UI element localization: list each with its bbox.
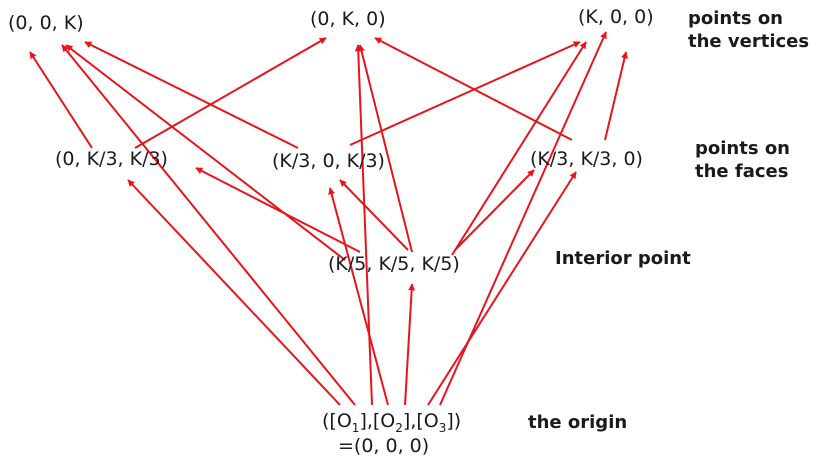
arrow-origin-to-k3-0-k3	[328, 187, 389, 406]
arrow-origin-to-0-0-k	[61, 44, 356, 406]
face-0-k3-k3: (0, K/3, K/3)	[55, 148, 168, 170]
vertices-label: points on the vertices	[688, 8, 809, 53]
arrow-origin-to-k3-k3-0	[427, 171, 577, 406]
arrow-face1-to-0-0-k	[29, 51, 93, 149]
origin-node: ([O1],[O2],[O3]) =(0, 0, 0)	[322, 410, 461, 458]
arrow-origin-to-0-k3-k3	[127, 179, 341, 406]
interior-label: Interior point	[555, 248, 691, 269]
origin-label: the origin	[528, 412, 628, 433]
faces-label: points on the faces	[695, 138, 790, 183]
interior-point-node: (K/5, K/5, K/5)	[328, 253, 460, 275]
origin-o2: ],[O	[359, 410, 396, 432]
arrow-origin-to-0-k-0	[354, 44, 373, 406]
face-k3-0-k3: (K/3, 0, K/3)	[272, 150, 385, 172]
faces-label-line-2: the faces	[695, 160, 789, 182]
arrow-interior-to-0-0-k	[65, 44, 346, 261]
origin-open-paren: (	[322, 410, 330, 432]
origin-close-paren: ])	[446, 410, 462, 432]
origin-o1: [O	[329, 410, 352, 432]
arrow-face2-to-0-0-k	[84, 41, 299, 149]
arrow-interior-to-0-k-0	[358, 44, 413, 253]
arrow-origin-to-k-0-0	[439, 31, 607, 406]
vertices-label-line-1: points on	[688, 8, 784, 29]
arrow-face1-to-0-k-0	[134, 37, 327, 149]
faces-label-line-1: points on	[695, 138, 791, 159]
vertices-label-line-2: the vertices	[688, 30, 810, 52]
origin-o1-subscript: 1	[351, 420, 360, 435]
arrow-face3-to-0-k-0	[374, 37, 573, 141]
arrow-face2-to-k-0-0	[349, 41, 581, 146]
origin-o3-subscript: 3	[438, 420, 447, 435]
origin-o3: ],[O	[402, 410, 439, 432]
arrow-interior-to-k-0-0	[451, 41, 587, 256]
origin-line-1: ([O1],[O2],[O3])	[322, 410, 461, 435]
vertex-0-k-0: (0, K, 0)	[310, 8, 386, 30]
face-k3-k3-0: (K/3, K/3, 0)	[530, 148, 643, 170]
origin-line-2: =(0, 0, 0)	[338, 435, 430, 458]
arrow-interior-to-0-k3-k3	[195, 167, 361, 253]
origin-o2-subscript: 2	[395, 420, 403, 435]
vertex-k-0-0: (K, 0, 0)	[578, 6, 654, 28]
arrow-interior-to-k3-0-k3	[339, 179, 409, 251]
arrow-face3-to-k-0-0	[604, 51, 628, 141]
arrow-origin-to-interior	[404, 283, 416, 406]
arrow-interior-to-k3-k3-0	[454, 169, 535, 251]
vertex-0-0-k: (0, 0, K)	[8, 12, 84, 34]
